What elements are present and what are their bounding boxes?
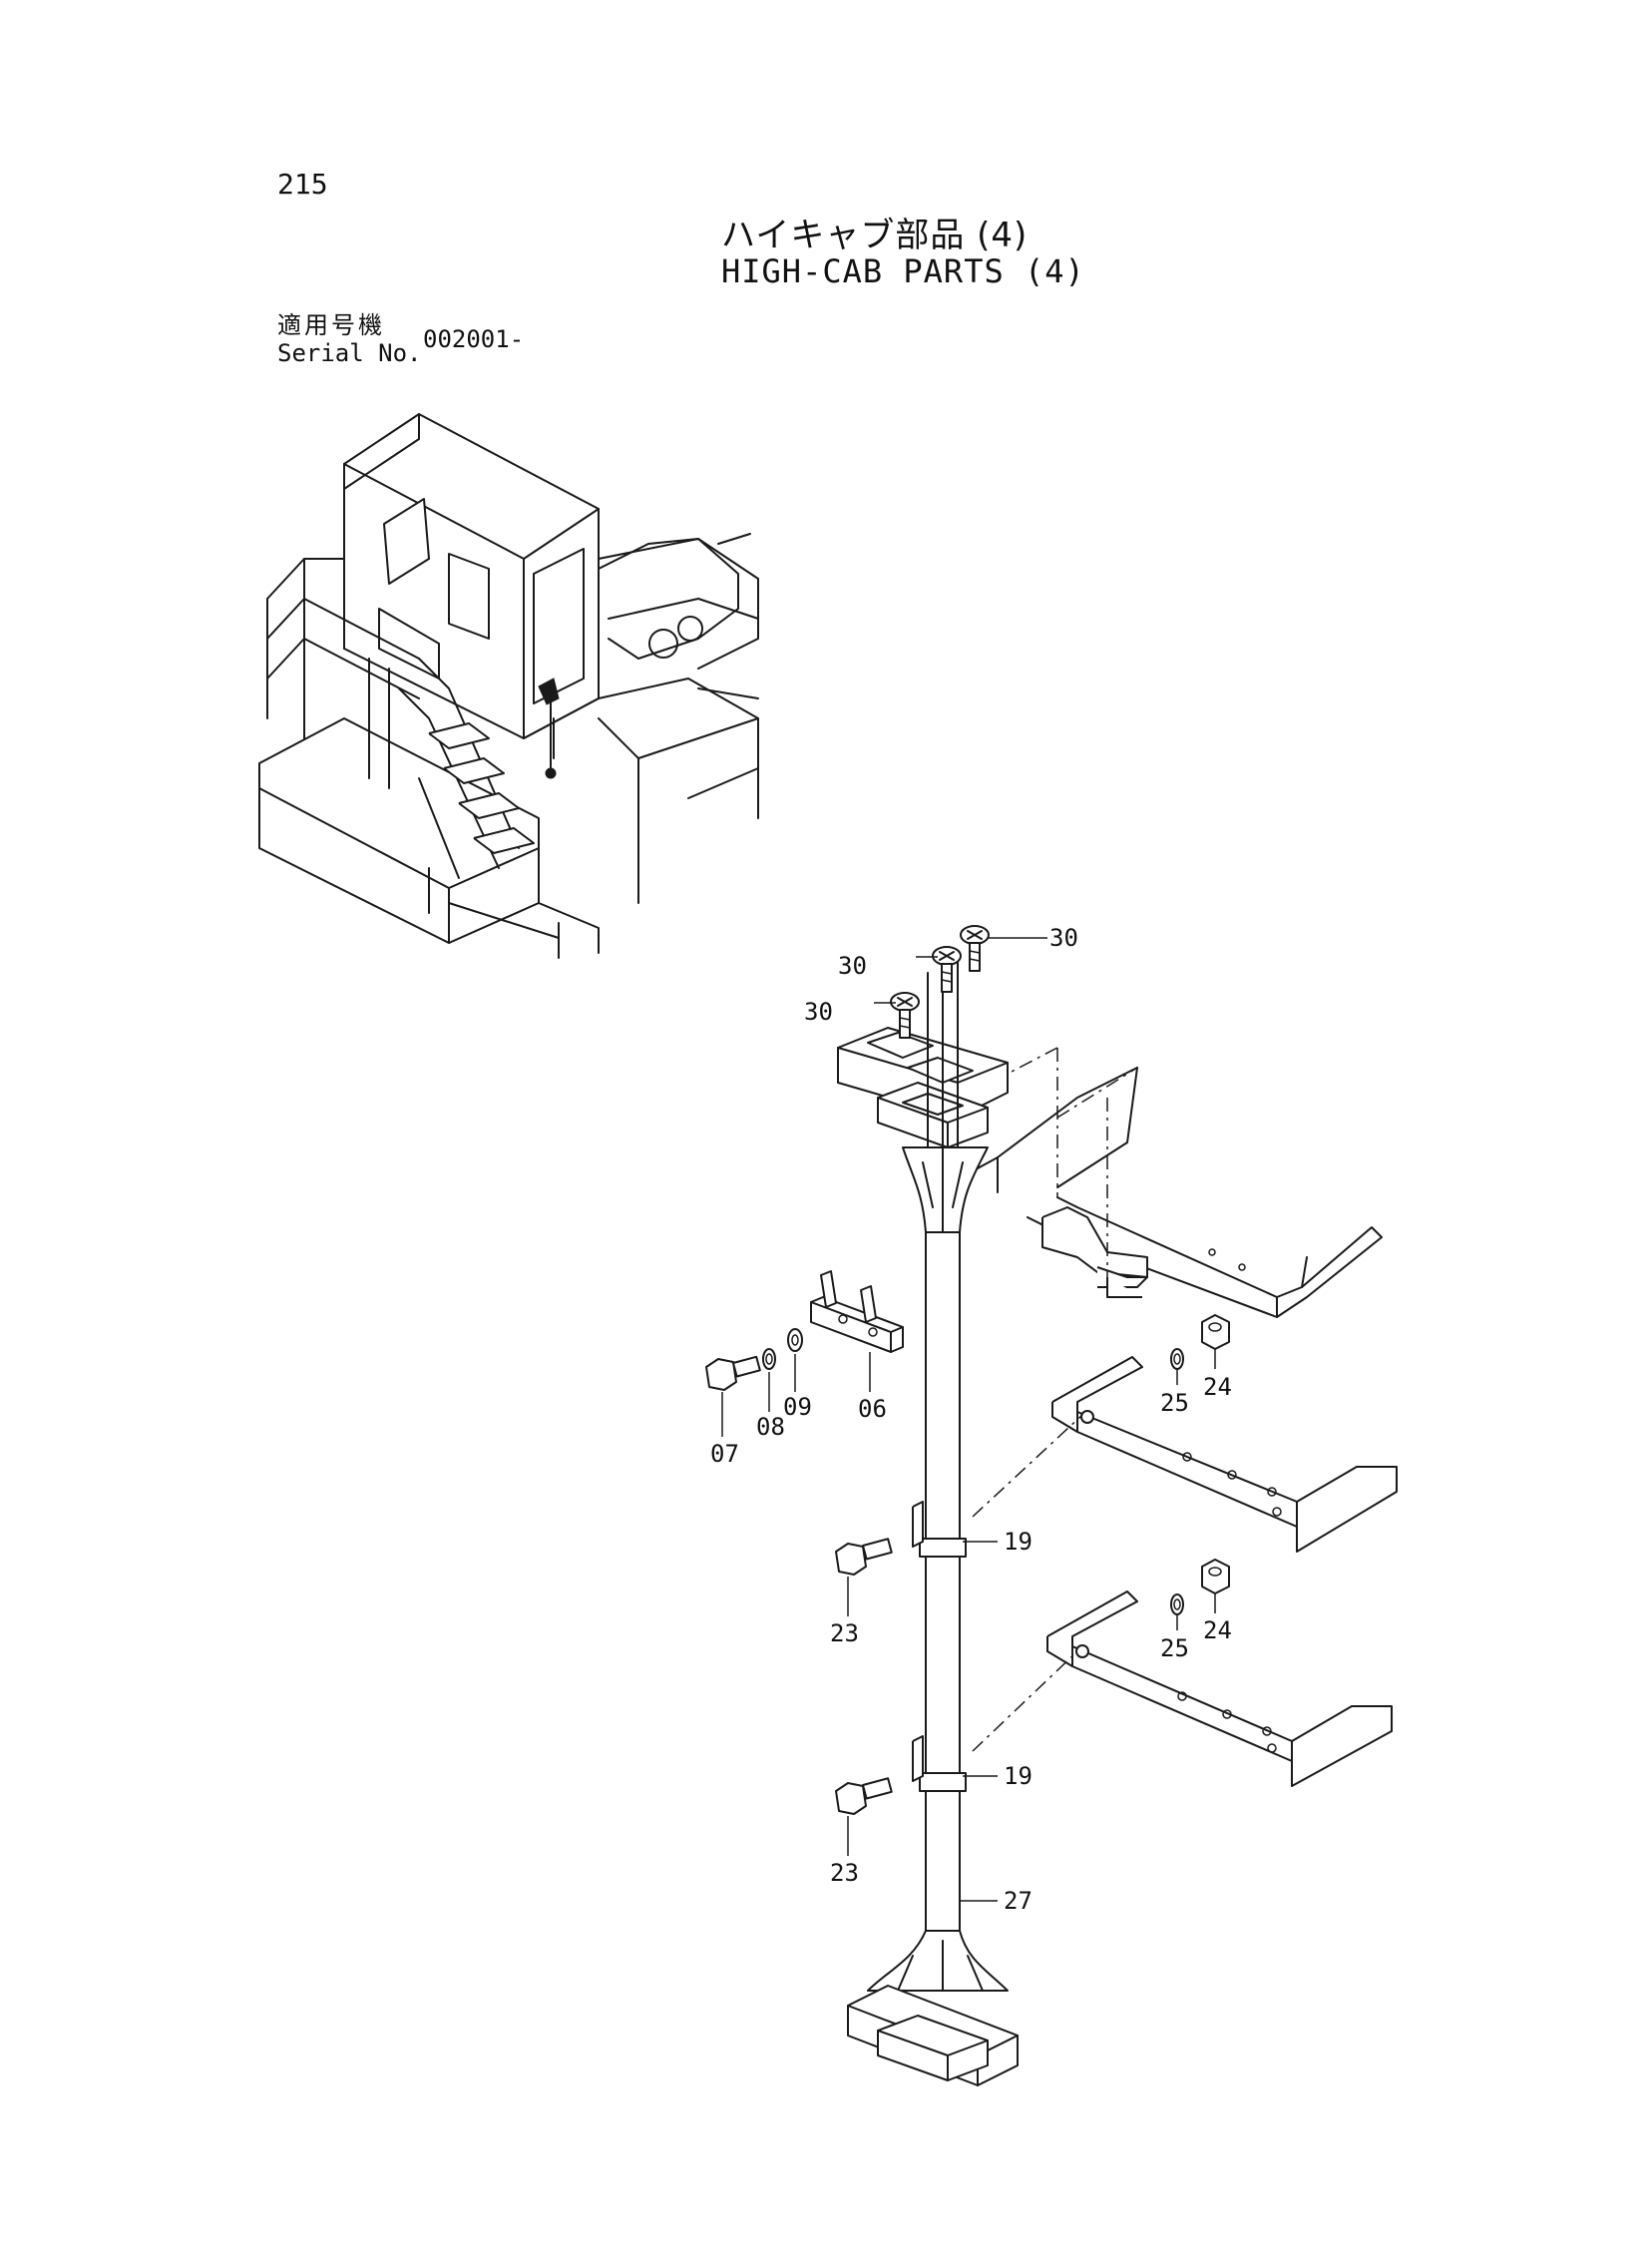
bolt-23-a bbox=[835, 1538, 893, 1576]
washer-25-a bbox=[1170, 1348, 1184, 1370]
callout-24-a: 24 bbox=[1203, 1373, 1232, 1401]
bracket-06 bbox=[810, 1270, 904, 1353]
callout-07: 07 bbox=[710, 1440, 739, 1468]
callout-25-a: 25 bbox=[1160, 1389, 1189, 1417]
callout-27: 27 bbox=[1004, 1887, 1032, 1915]
callout-30-a: 30 bbox=[804, 998, 833, 1026]
bolt-23-b bbox=[835, 1777, 893, 1815]
callout-30-b: 30 bbox=[838, 952, 867, 980]
bolt-07 bbox=[705, 1355, 761, 1391]
serial-number-value: 002001- bbox=[423, 325, 525, 353]
lockwasher-08 bbox=[762, 1348, 776, 1370]
page-number: 215 bbox=[277, 168, 328, 201]
upper-mounting-frame bbox=[942, 1047, 1383, 1318]
callout-19-b: 19 bbox=[1004, 1762, 1032, 1790]
middle-mounting-frame bbox=[972, 1356, 1398, 1553]
leader-lines bbox=[721, 937, 1216, 1902]
washer-09 bbox=[787, 1328, 803, 1352]
lower-mounting-frame bbox=[972, 1590, 1393, 1787]
callout-06: 06 bbox=[858, 1395, 887, 1423]
page-title-japanese: ハイキャブ部品 (4) bbox=[721, 216, 1029, 255]
screw-30-a bbox=[890, 992, 920, 1039]
serial-label-english: Serial No. bbox=[277, 339, 422, 367]
cab-overview-illustration bbox=[258, 413, 759, 959]
screw-30-b bbox=[932, 946, 962, 993]
page-title-english: HIGH-CAB PARTS (4) bbox=[721, 252, 1085, 290]
nut-24-a bbox=[1201, 1314, 1230, 1350]
callout-23-b: 23 bbox=[830, 1859, 859, 1887]
serial-label-japanese: 適用号機 bbox=[277, 311, 385, 339]
washer-25-b bbox=[1170, 1593, 1184, 1615]
callout-23-a: 23 bbox=[830, 1619, 859, 1647]
callout-24-b: 24 bbox=[1203, 1616, 1232, 1644]
nut-24-b bbox=[1201, 1559, 1230, 1594]
cable-harness-27 bbox=[837, 957, 1019, 2086]
callout-09: 09 bbox=[783, 1393, 812, 1421]
callout-08: 08 bbox=[756, 1413, 785, 1441]
screw-30-c bbox=[960, 925, 990, 972]
callout-25-b: 25 bbox=[1160, 1634, 1189, 1662]
callout-30-c: 30 bbox=[1049, 924, 1078, 952]
callout-19-a: 19 bbox=[1004, 1528, 1032, 1556]
